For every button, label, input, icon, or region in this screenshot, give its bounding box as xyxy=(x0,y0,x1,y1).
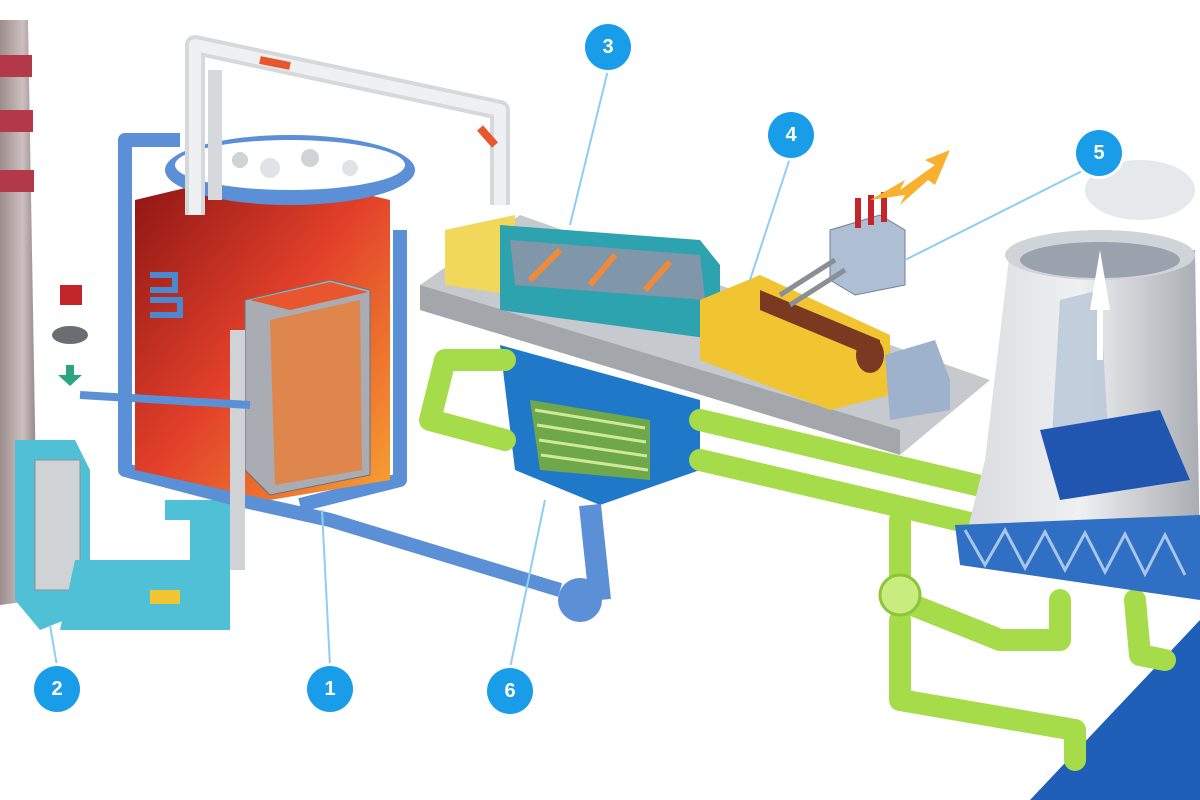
steam-pipe xyxy=(185,35,510,215)
flue-filter xyxy=(15,440,230,630)
transformer xyxy=(778,192,906,308)
callout-leaders xyxy=(49,69,1099,669)
callout-6: 6 xyxy=(487,668,533,714)
callout-5: 5 xyxy=(1076,130,1122,176)
callout-3: 3 xyxy=(585,24,631,70)
callout-1: 1 xyxy=(307,666,353,712)
cooling-pump xyxy=(878,573,922,617)
cooling-tower xyxy=(955,160,1200,600)
generator xyxy=(700,275,950,420)
callout-4: 4 xyxy=(768,112,814,158)
fuel-icons xyxy=(52,285,88,386)
feedwater-pipes xyxy=(118,133,563,597)
lightning-bolt xyxy=(870,150,950,205)
callout-2: 2 xyxy=(34,666,80,712)
condenser xyxy=(500,345,700,622)
boiler xyxy=(79,135,415,570)
